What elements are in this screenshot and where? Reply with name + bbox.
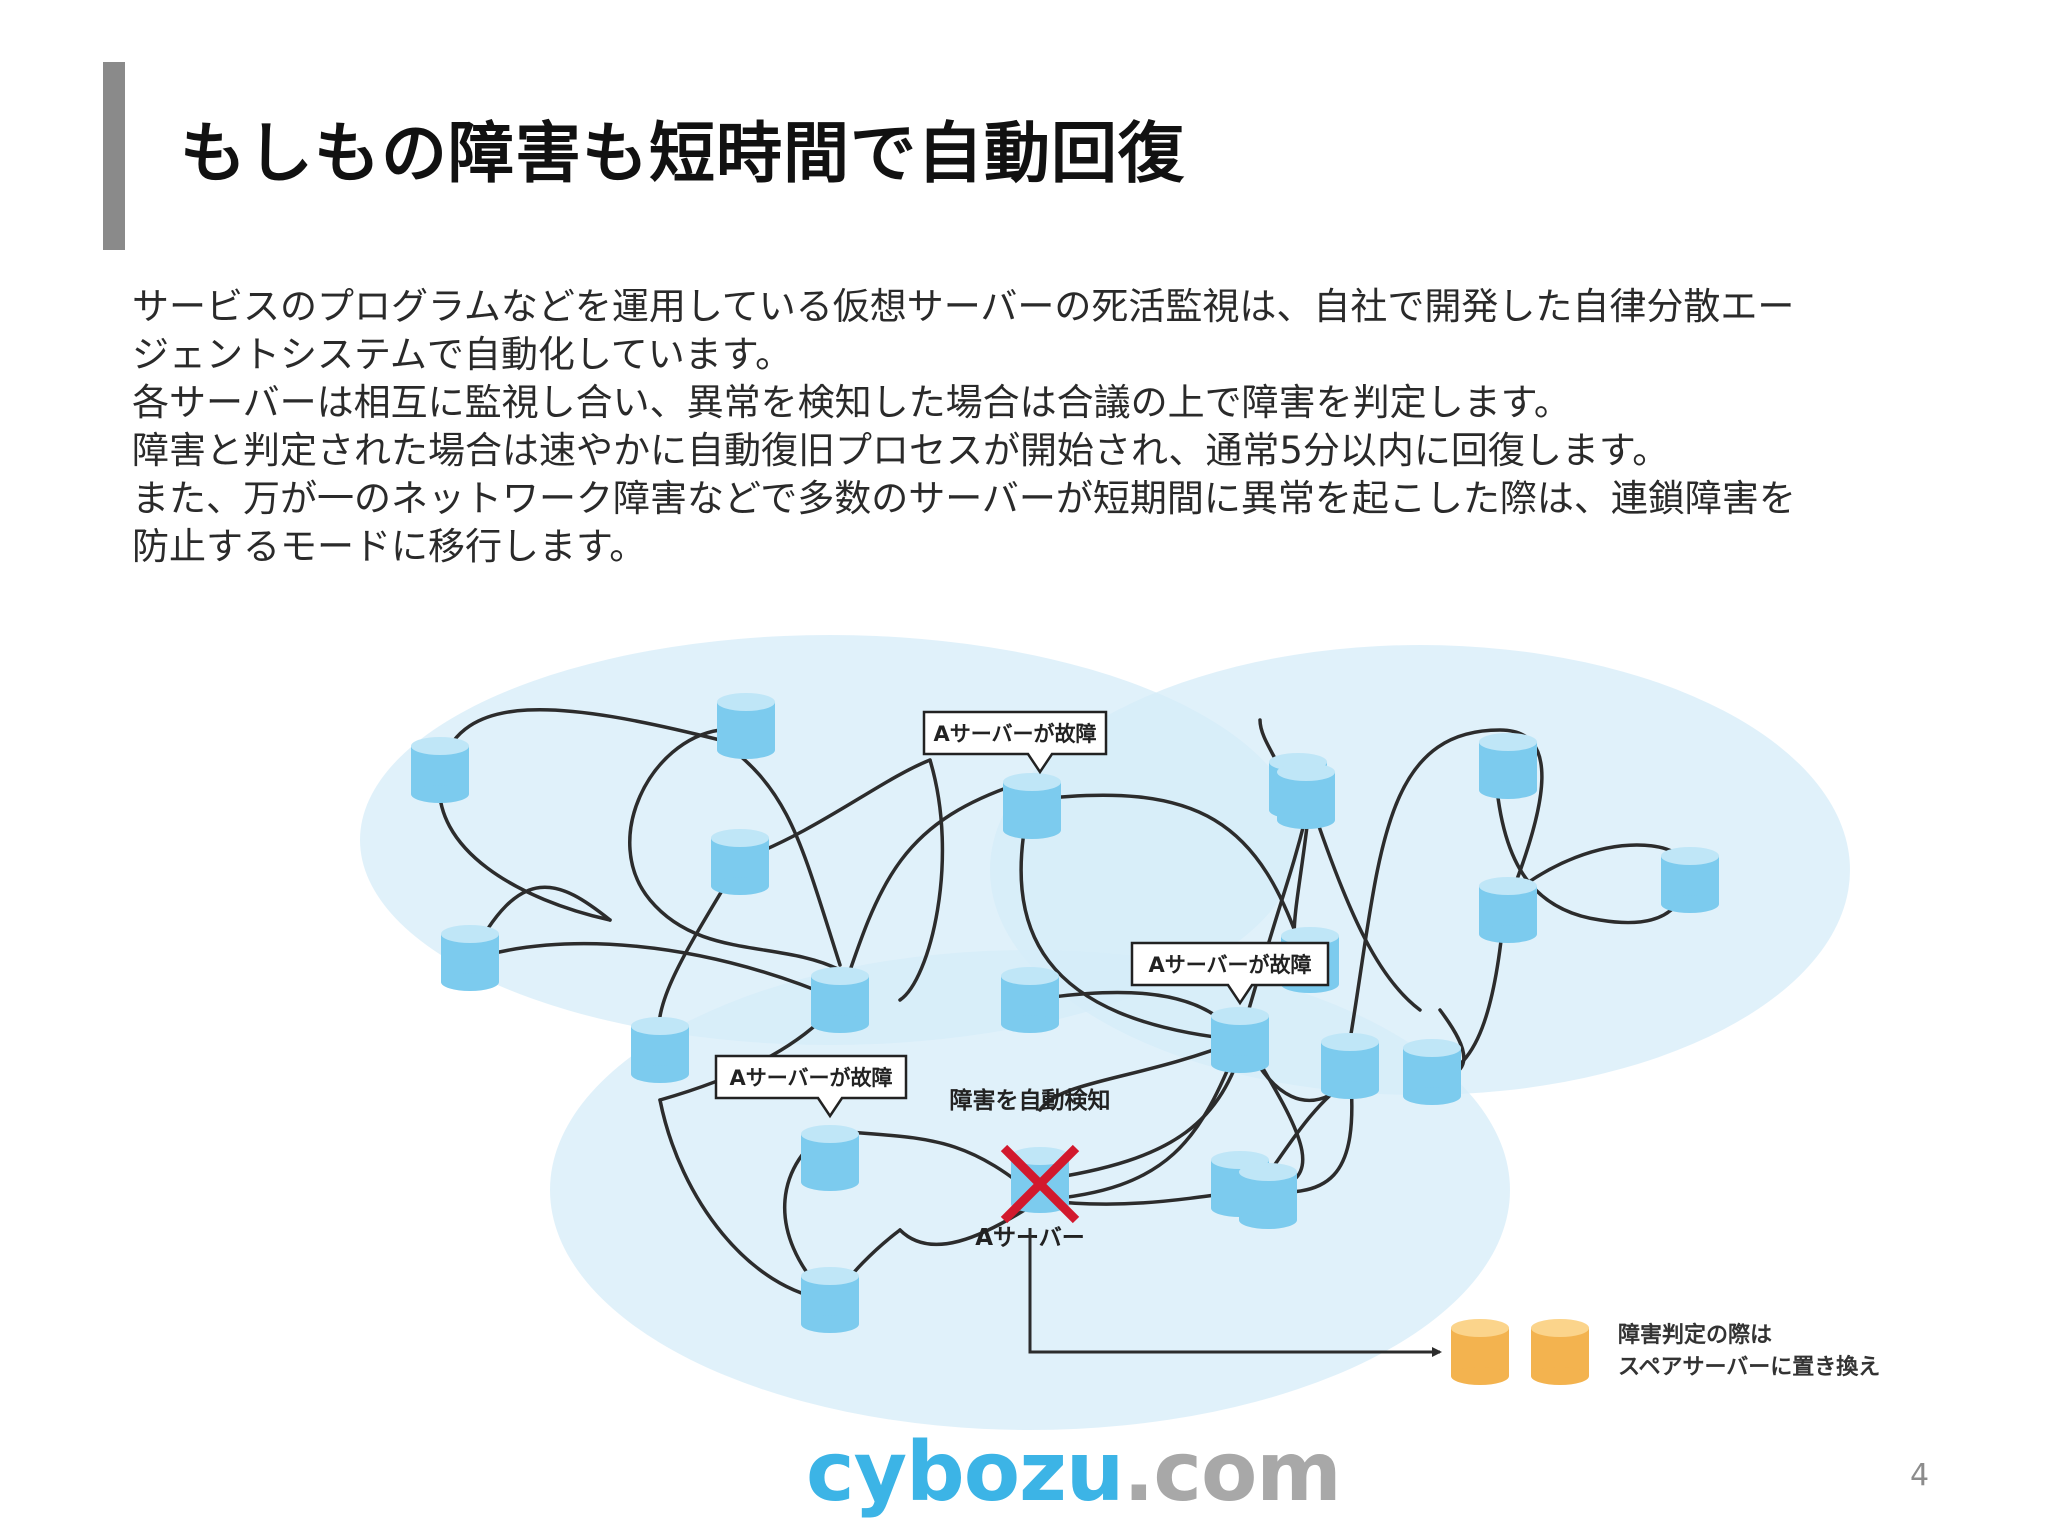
server	[801, 1125, 859, 1191]
failure-callout: Aサーバーが故障	[714, 1054, 908, 1119]
failure-callout: Aサーバーが故障	[1130, 941, 1330, 1006]
failure-callout: Aサーバーが故障	[922, 710, 1108, 775]
server	[1321, 1033, 1379, 1099]
server	[811, 967, 869, 1033]
server	[1003, 773, 1061, 839]
body-line: 各サーバーは相互に監視し合い、異常を検知した場合は合議の上で障害を判定します。	[132, 381, 1571, 424]
body-line: また、万が一のネットワーク障害などで多数のサーバーが短期間に異常を起こした際は、…	[132, 477, 1796, 520]
body-line: 障害と判定された場合は速やかに自動復旧プロセスが開始され、通常5分以内に回復しま…	[132, 429, 1670, 472]
server	[1479, 733, 1537, 799]
server	[631, 1017, 689, 1083]
callout-text: Aサーバーが故障	[729, 1066, 892, 1090]
body-line: ジェントシステムで自動化しています。	[132, 333, 793, 376]
servers	[411, 693, 1719, 1333]
failure-cross-icon	[1000, 1144, 1080, 1224]
server	[411, 737, 469, 803]
callout-text: Aサーバーが故障	[1148, 953, 1311, 977]
server	[711, 829, 769, 895]
server	[1479, 877, 1537, 943]
server	[1277, 763, 1335, 829]
slide-title: もしもの障害も短時間で自動回復	[180, 115, 1185, 192]
server	[801, 1267, 859, 1333]
server	[1661, 847, 1719, 913]
logo-part-2: .com	[1123, 1425, 1342, 1520]
detect-label: 障害を自動検知	[950, 1087, 1111, 1114]
server	[1403, 1039, 1461, 1105]
page-number: 4	[1910, 1458, 1930, 1493]
server	[1001, 967, 1059, 1033]
body-line: 防止するモードに移行します。	[132, 525, 647, 568]
server	[1211, 1007, 1269, 1073]
spare-label-line1: 障害判定の際は	[1618, 1322, 1772, 1348]
callout-text: Aサーバーが故障	[933, 722, 1096, 746]
replacement-arrow	[1028, 1228, 1442, 1357]
body-line: サービスのプログラムなどを運用している仮想サーバーの死活監視は、自社で開発した自…	[132, 285, 1795, 328]
cybozu-logo: cybozu.com	[806, 1432, 1342, 1514]
spare-label-line2: スペアサーバーに置き換え	[1618, 1354, 1880, 1380]
title-accent-bar	[103, 62, 125, 250]
spare-server	[1531, 1319, 1589, 1385]
server	[717, 693, 775, 759]
spare-server	[1451, 1319, 1509, 1385]
body-text: サービスのプログラムなどを運用している仮想サーバーの死活監視は、自社で開発した自…	[132, 283, 1962, 571]
server	[1239, 1163, 1297, 1229]
server	[441, 925, 499, 991]
logo-part-1: cybozu	[806, 1425, 1124, 1520]
